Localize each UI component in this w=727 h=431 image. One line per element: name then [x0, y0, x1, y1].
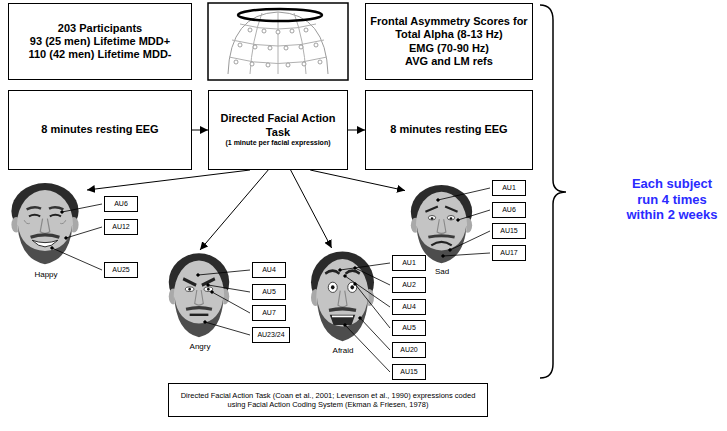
node-text: AU7 — [262, 309, 276, 317]
process-box: 8 minutes resting EEG — [8, 90, 192, 170]
node-text: AU4 — [402, 303, 416, 311]
node-text: AU23/24 — [257, 331, 284, 339]
node-text: 93 (25 men) Lifetime MDD+ — [30, 35, 170, 48]
node-text: AU17 — [500, 249, 518, 257]
action-unit-tag: AU5 — [252, 284, 286, 300]
flow-arrow — [192, 130, 208, 131]
face-expression: HappyAU6AU12AU25 — [5, 180, 87, 280]
node-text: 8 minutes resting EEG — [41, 123, 158, 136]
process-box: 203 Participants93 (25 men) Lifetime MDD… — [8, 3, 192, 80]
expression-caption: Happy — [34, 270, 57, 280]
process-box: Frontal Asymmetry Scores forTotal Alpha … — [365, 3, 533, 80]
action-unit-tag: AU6 — [104, 196, 138, 212]
node-text: AU1 — [402, 259, 416, 267]
face-expression: AngryAU4AU5AU7AU23/24 — [163, 250, 237, 352]
node-text: AU12 — [112, 223, 130, 231]
node-text: AU25 — [112, 266, 130, 274]
node-text: Directed Facial Action Task (Coan et al.… — [175, 391, 481, 410]
action-unit-tag: AU4 — [252, 262, 286, 278]
action-unit-tag: AU6 — [492, 202, 526, 218]
node-text: Total Alpha (8-13 Hz) — [395, 28, 503, 41]
action-unit-tag: AU20 — [392, 342, 426, 358]
node-text: AU5 — [262, 288, 276, 296]
node-text: 8 minutes resting EEG — [390, 123, 507, 136]
node-text: Frontal Asymmetry Scores for — [370, 15, 527, 28]
action-unit-tag: AU12 — [104, 219, 138, 235]
process-box: 8 minutes resting EEG — [365, 90, 533, 170]
action-unit-tag: AU25 — [104, 262, 138, 278]
repeat-note: Each subject run 4 times within 2 weeks — [620, 176, 724, 223]
action-unit-tag: AU2 — [392, 277, 426, 293]
sad-face-photo — [411, 185, 472, 263]
expression-caption: Angry — [190, 342, 211, 352]
expression-caption: Afraid — [333, 346, 354, 356]
node-text: AU15 — [400, 368, 418, 376]
node-text: (1 minute per facial expression) — [225, 139, 330, 148]
action-unit-tag: AU1 — [392, 255, 426, 271]
au-leader-lines — [51, 188, 490, 372]
flow-arrow — [348, 130, 365, 131]
node-text: AU15 — [500, 227, 518, 235]
action-unit-tag: AU15 — [392, 364, 426, 380]
node-text: AU6 — [502, 206, 516, 214]
node-text: AU1 — [502, 184, 516, 192]
happy-face-photo — [11, 183, 78, 264]
action-unit-tag: AU1 — [492, 180, 526, 196]
node-text: AU2 — [402, 281, 416, 289]
angry-face-photo — [169, 253, 229, 337]
flow-arrow — [87, 170, 250, 190]
node-text: AVG and LM refs — [405, 55, 493, 68]
reference-note: Directed Facial Action Task (Coan et al.… — [168, 383, 488, 417]
process-box: Directed Facial Action Task(1 minute per… — [208, 90, 348, 170]
node-text: 110 (42 men) Lifetime MDD- — [28, 48, 171, 61]
action-unit-tag: AU7 — [252, 305, 286, 321]
expression-caption: Sad — [435, 267, 449, 277]
node-text: Directed Facial Action Task — [212, 112, 344, 138]
flow-arrow — [310, 170, 405, 191]
node-text: 203 Participants — [58, 22, 142, 35]
flow-arrow — [291, 170, 332, 248]
node-text: AU20 — [400, 346, 418, 354]
node-text: AU4 — [262, 266, 276, 274]
action-unit-tag: AU5 — [392, 320, 426, 336]
action-unit-tag: AU17 — [492, 245, 526, 261]
node-text: AU5 — [402, 324, 416, 332]
node-text: EMG (70-90 Hz) — [409, 42, 489, 55]
node-text: AU6 — [114, 200, 128, 208]
face-expression: SadAU1AU6AU15AU17 — [405, 182, 479, 277]
face-expression: AfraidAU1AU2AU4AU5AU20AU15 — [305, 248, 381, 356]
action-unit-tag: AU23/24 — [252, 327, 290, 343]
action-unit-tag: AU4 — [392, 299, 426, 315]
curly-bracket — [540, 5, 566, 378]
eeg-cap-panel — [208, 3, 348, 80]
action-unit-tag: AU15 — [492, 223, 526, 239]
flow-arrow — [200, 170, 268, 250]
